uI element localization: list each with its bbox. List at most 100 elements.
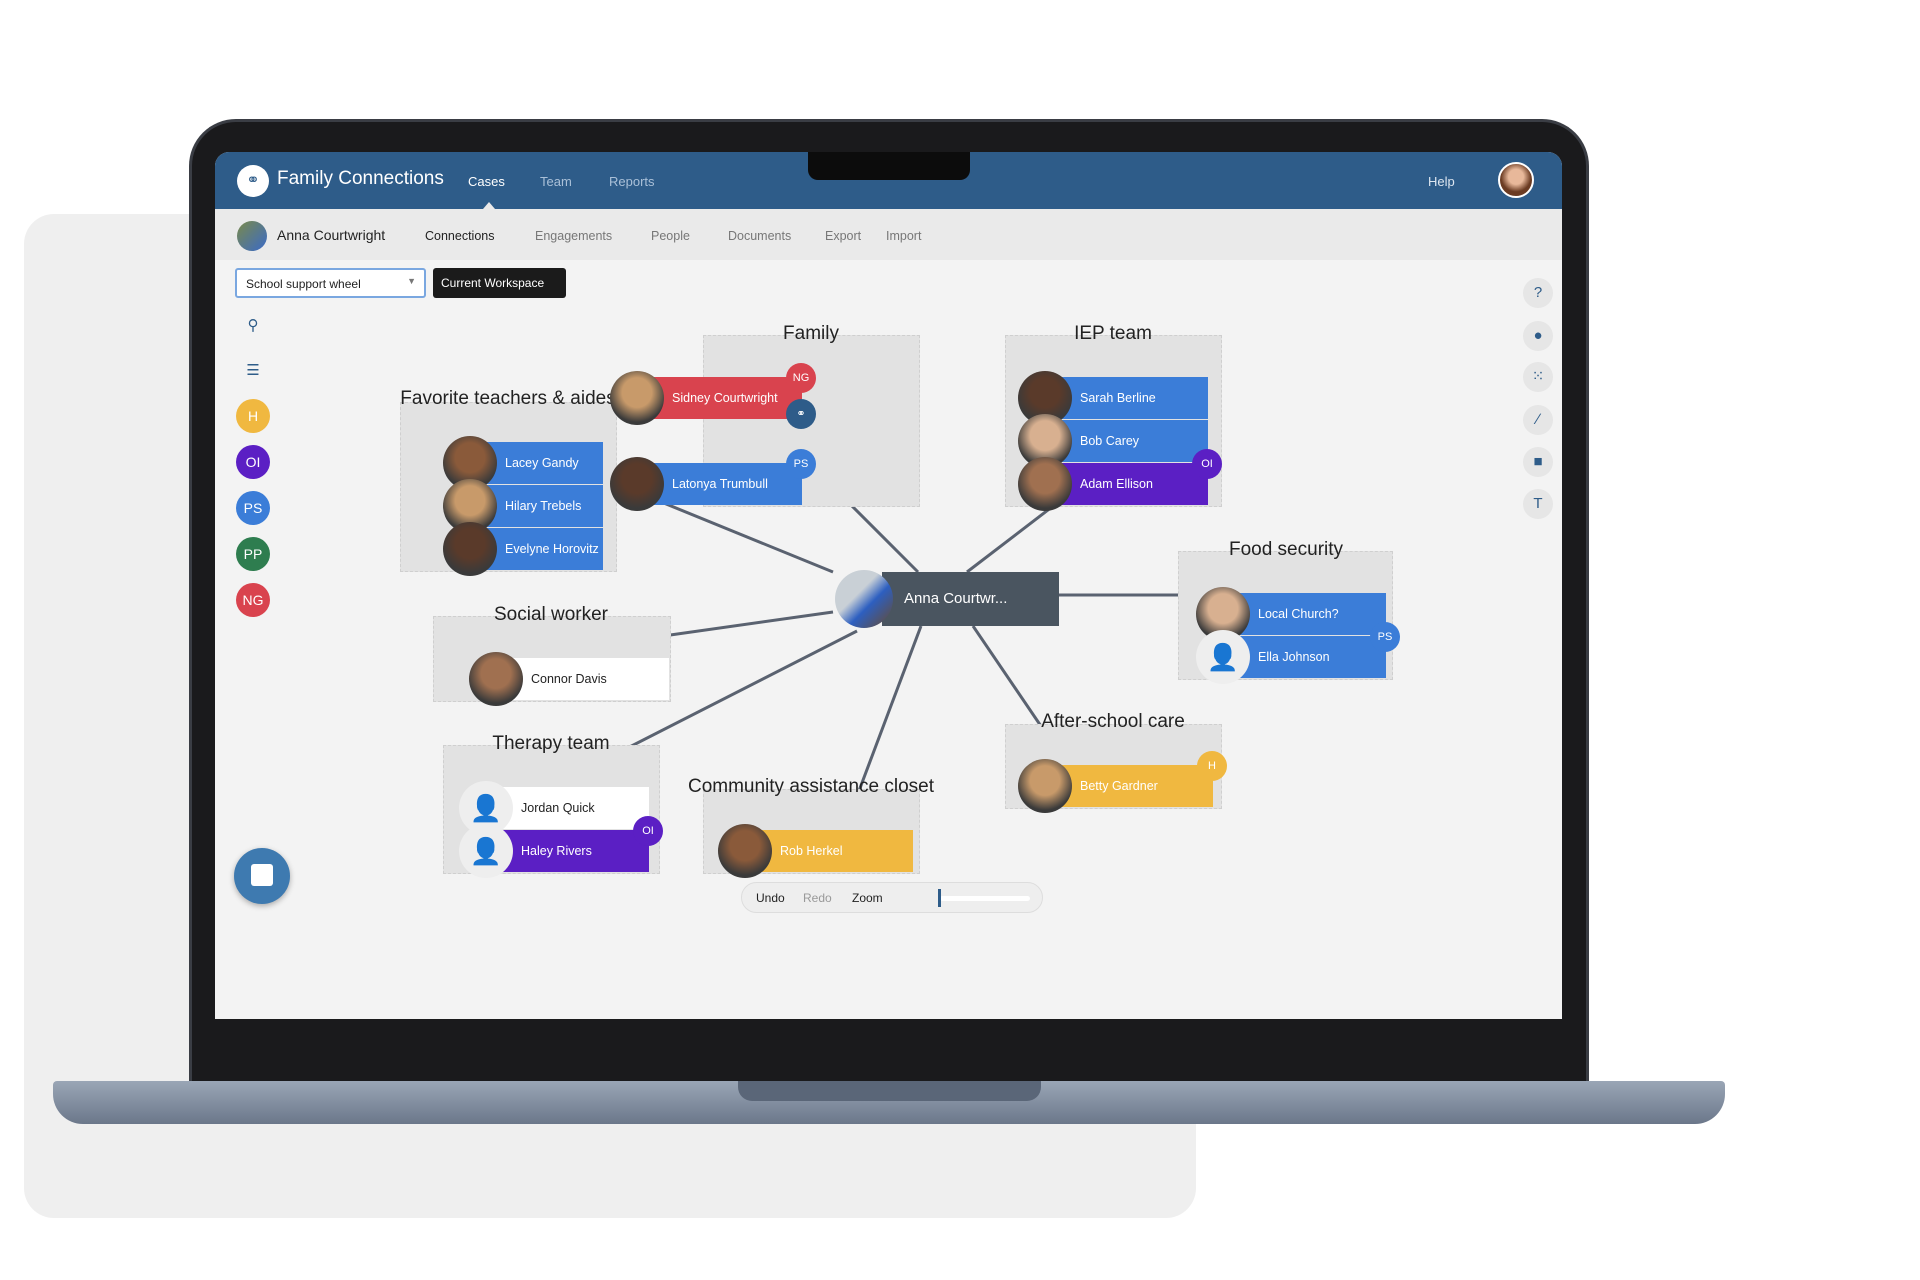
workspace-select[interactable]: School support wheel ▼ xyxy=(235,268,426,298)
case-avatar xyxy=(237,221,267,251)
group-icon: ⚭ xyxy=(786,399,816,429)
group-title[interactable]: Therapy team xyxy=(492,733,610,754)
logo-icon[interactable]: ⚭ xyxy=(237,165,269,197)
tag-badge: OI xyxy=(633,816,663,846)
help-icon[interactable]: ? xyxy=(1523,278,1553,308)
zoom-label: Zoom xyxy=(852,891,883,905)
group-title[interactable]: Food security xyxy=(1228,539,1344,560)
group-title[interactable]: Family xyxy=(783,323,839,344)
group-title[interactable]: Favorite teachers & aides xyxy=(400,388,616,409)
person-name: Sarah Berline xyxy=(1048,377,1208,419)
person-node[interactable]: Lacey Gandy xyxy=(443,436,603,490)
auto-layout-icon[interactable]: ⁙ xyxy=(1523,362,1553,392)
redo-button[interactable]: Redo xyxy=(803,891,832,905)
filter-badge-h[interactable]: H xyxy=(236,399,270,433)
person-name: Jordan Quick xyxy=(489,787,649,829)
person-node[interactable]: Latonya Trumbull xyxy=(610,457,802,511)
person-name: Evelyne Horovitz xyxy=(473,528,603,570)
case-name: Anna Courtwright xyxy=(277,227,386,243)
person-node[interactable]: Sidney Courtwright xyxy=(610,371,802,425)
person-node[interactable]: Betty Gardner xyxy=(1018,759,1213,813)
center-person-node[interactable]: Anna Courtwr... xyxy=(882,572,1059,626)
person-name: Rob Herkel xyxy=(748,830,913,872)
connection-line xyxy=(648,610,834,640)
filter-badge-pp[interactable]: PP xyxy=(236,537,270,571)
laptop-base xyxy=(53,1081,1725,1124)
person-node[interactable]: Sarah Berline xyxy=(1018,371,1208,425)
tab-connections[interactable]: Connections xyxy=(425,229,495,243)
tab-documents[interactable]: Documents xyxy=(728,229,792,243)
person-placeholder-icon: 👤 xyxy=(1196,630,1250,684)
help-link[interactable]: Help xyxy=(1428,174,1455,189)
person-name: Connor Davis xyxy=(499,658,669,700)
person-node[interactable]: 👤Haley Rivers xyxy=(459,824,649,878)
line-icon[interactable]: ∕ xyxy=(1523,405,1553,435)
group-title[interactable]: After-school care xyxy=(1041,711,1185,732)
app-screen: ⚭ Family Connections Cases Team Reports … xyxy=(215,152,1562,1019)
group-title[interactable]: Social worker xyxy=(493,604,609,625)
tab-engagements[interactable]: Engagements xyxy=(535,229,613,243)
person-photo xyxy=(610,371,664,425)
person-photo xyxy=(1018,759,1072,813)
person-name: Bob Carey xyxy=(1048,420,1208,462)
chevron-down-icon: ▼ xyxy=(407,276,416,286)
person-node[interactable]: 👤Jordan Quick xyxy=(459,781,649,835)
filter-badge-ng[interactable]: NG xyxy=(236,583,270,617)
user-avatar[interactable] xyxy=(1498,162,1534,198)
person-node[interactable]: 👤Ella Johnson xyxy=(1196,630,1386,684)
person-node[interactable]: Connor Davis xyxy=(469,652,669,706)
search-icon[interactable]: ⚲ xyxy=(247,317,259,334)
note-icon[interactable]: ■ xyxy=(1523,447,1553,477)
person-photo xyxy=(610,457,664,511)
filter-icon[interactable]: ☰ xyxy=(246,362,260,379)
tag-badge: H xyxy=(1197,751,1227,781)
tag-badge: NG xyxy=(786,363,816,393)
connection-line xyxy=(599,629,858,764)
center-avatar[interactable] xyxy=(835,570,893,628)
person-node[interactable]: Local Church? xyxy=(1196,587,1386,641)
nav-reports[interactable]: Reports xyxy=(609,174,655,189)
person-icon[interactable]: ● xyxy=(1523,321,1553,351)
person-node[interactable]: Hilary Trebels xyxy=(443,479,603,533)
chat-button[interactable] xyxy=(234,848,290,904)
person-name: Betty Gardner xyxy=(1048,765,1213,807)
active-nav-indicator xyxy=(483,202,495,209)
person-name: Ella Johnson xyxy=(1226,636,1386,678)
canvas-toolbar: Undo Redo Zoom xyxy=(741,882,1043,913)
person-photo xyxy=(718,824,772,878)
person-node[interactable]: Adam Ellison xyxy=(1018,457,1208,511)
group-title[interactable]: Community assistance closet xyxy=(687,776,935,797)
person-photo xyxy=(1018,457,1072,511)
nav-team[interactable]: Team xyxy=(540,174,572,189)
filter-badge-ps[interactable]: PS xyxy=(236,491,270,525)
camera-notch xyxy=(808,152,970,180)
workspace-value: School support wheel xyxy=(246,277,361,291)
person-node[interactable]: Bob Carey xyxy=(1018,414,1208,468)
zoom-slider-thumb[interactable] xyxy=(938,889,941,907)
case-nav: Anna Courtwright Connections Engagements… xyxy=(215,209,1562,260)
person-photo xyxy=(469,652,523,706)
filter-badge-oi[interactable]: OI xyxy=(236,445,270,479)
text-icon[interactable]: T xyxy=(1523,489,1553,519)
person-photo xyxy=(443,522,497,576)
connection-line xyxy=(971,625,1049,736)
tag-badge: PS xyxy=(1370,622,1400,652)
zoom-slider[interactable] xyxy=(940,896,1030,901)
person-node[interactable]: Evelyne Horovitz xyxy=(443,522,603,576)
person-name: Latonya Trumbull xyxy=(640,463,802,505)
tag-badge: PS xyxy=(786,449,816,479)
app-title[interactable]: Family Connections xyxy=(277,168,444,189)
tag-badge: OI xyxy=(1192,449,1222,479)
tab-export[interactable]: Export xyxy=(825,229,862,243)
tab-people[interactable]: People xyxy=(651,229,690,243)
undo-button[interactable]: Undo xyxy=(756,891,785,905)
laptop-groove xyxy=(738,1081,1041,1101)
person-node[interactable]: Rob Herkel xyxy=(718,824,913,878)
person-name: Adam Ellison xyxy=(1048,463,1208,505)
tab-import[interactable]: Import xyxy=(886,229,922,243)
group-title[interactable]: IEP team xyxy=(1074,323,1152,344)
nav-cases[interactable]: Cases xyxy=(468,174,505,189)
person-name: Sidney Courtwright xyxy=(640,377,802,419)
connection-lines xyxy=(594,473,1194,829)
chat-icon xyxy=(251,864,273,886)
